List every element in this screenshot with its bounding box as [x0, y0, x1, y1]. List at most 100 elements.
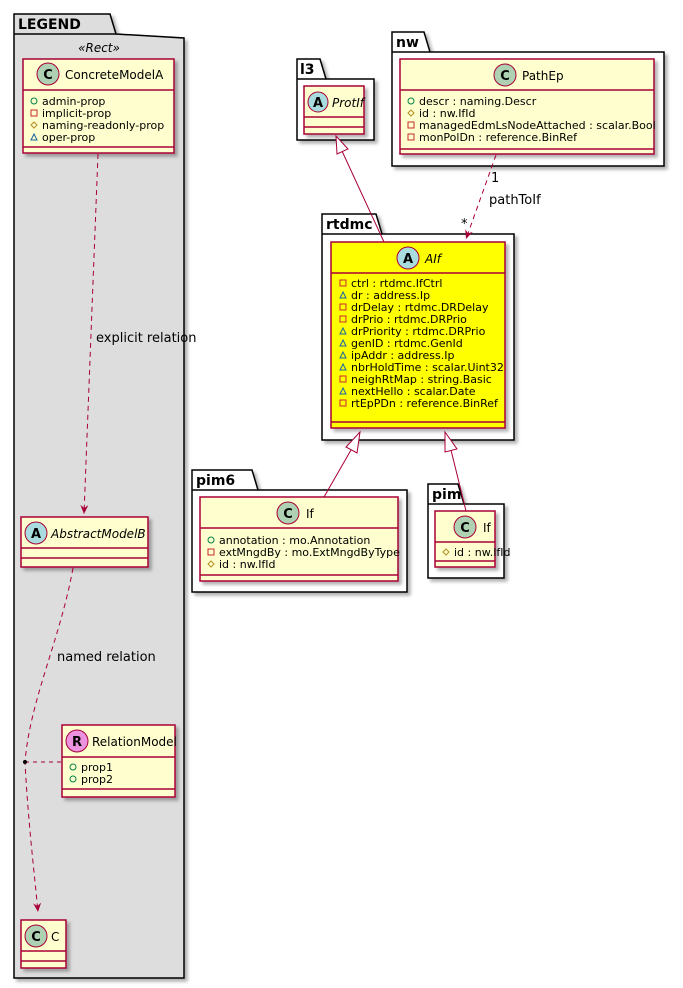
private-icon [407, 133, 415, 141]
attr: dr : address.Ip [351, 289, 430, 302]
class-name: AIf [424, 252, 443, 266]
class-c[interactable]: C C [20, 919, 67, 969]
attr: drPriority : rtdmc.DRPrio [351, 325, 486, 338]
class-pim6-if[interactable]: C If annotation : mo.Annotation extMngdB… [199, 496, 400, 582]
attr: naming-readonly-prop [42, 119, 164, 132]
attr: id : nw.IfId [419, 107, 476, 120]
public-icon [69, 775, 77, 783]
attr: neighRtMap : string.Basic [351, 373, 492, 386]
attr: ipAddr : address.Ip [351, 349, 455, 362]
attr: descr : naming.Descr [419, 95, 537, 108]
package-icon [339, 362, 347, 371]
multiplicity-target: * [461, 217, 468, 232]
class-name: PathEp [522, 69, 564, 83]
class-protif[interactable]: A ProtIf [303, 85, 366, 135]
package-icon [30, 132, 38, 141]
private-icon [339, 279, 347, 287]
attr: monPolDn : reference.BinRef [419, 131, 578, 144]
package-title-legend: LEGEND [18, 17, 81, 33]
package-icon [339, 338, 347, 347]
named-relation-arrow: named relation [23, 567, 156, 913]
class-abstract-model-b[interactable]: A AbstractModelB [20, 516, 149, 568]
attr-list: admin-prop implicit-prop naming-readonly… [30, 95, 164, 144]
attr: ctrl : rtdmc.IfCtrl [351, 277, 442, 290]
package-title-l3: l3 [300, 62, 315, 78]
class-name: ProtIf [332, 96, 366, 110]
class-c-icon [36, 62, 60, 86]
association-label: pathToIf [489, 193, 541, 208]
private-icon [339, 399, 347, 407]
legend-stereotype: «Rect» [78, 41, 120, 55]
attr: id : nw.IfId [219, 558, 276, 571]
class-relation-model[interactable]: R RelationModel prop1 prop2 [61, 724, 177, 798]
attr: drDelay : rtdmc.DRDelay [351, 301, 489, 314]
class-name: AbstractModelB [50, 527, 146, 541]
svg-text:C: C [283, 507, 293, 522]
svg-text:C: C [460, 521, 470, 536]
class-concrete-model-a[interactable]: C ConcreteModelA admin-prop implicit-pro… [22, 58, 175, 154]
attr: managedEdmLsNodeAttached : scalar.Bool [419, 119, 656, 132]
class-name: If [306, 507, 315, 521]
protected-icon [207, 560, 215, 568]
attr: prop2 [81, 773, 113, 786]
class-name: ConcreteModelA [65, 68, 164, 82]
inheritance-pim6-aif [323, 430, 361, 498]
attr: implicit-prop [42, 107, 111, 120]
attr: genID : rtdmc.GenId [351, 337, 463, 350]
attr: drPrio : rtdmc.DRPrio [351, 313, 467, 326]
private-icon [339, 375, 347, 383]
inheritance-pim-aif [444, 430, 467, 512]
attr: rtEpPDn : reference.BinRef [351, 397, 499, 410]
private-icon [339, 303, 347, 311]
protected-icon [30, 121, 38, 129]
private-icon [339, 315, 347, 323]
class-c-icon [493, 63, 517, 87]
public-icon [69, 763, 77, 771]
svg-text:C: C [31, 930, 41, 945]
relation-r-icon [65, 729, 89, 753]
protected-icon [442, 548, 450, 556]
attr: nbrHoldTime : scalar.Uint32 [351, 361, 504, 374]
inheritance-aif-protif [335, 134, 385, 243]
svg-text:R: R [72, 735, 82, 750]
multiplicity-source: 1 [491, 171, 499, 186]
class-pim-if[interactable]: C If id : nw.IfId [434, 510, 511, 568]
class-name: RelationModel [92, 735, 177, 749]
attr: oper-prop [42, 131, 95, 144]
class-name: If [483, 521, 492, 535]
private-icon [407, 121, 415, 129]
package-icon [339, 350, 347, 359]
attr: annotation : mo.Annotation [219, 534, 370, 547]
public-icon [30, 97, 38, 105]
svg-text:A: A [31, 527, 41, 542]
package-legend[interactable]: LEGEND «Rect» [13, 13, 185, 979]
svg-text:A: A [313, 96, 323, 111]
public-icon [207, 536, 215, 544]
class-c-icon [453, 515, 477, 539]
association-pathtoif: 1 * pathToIf [461, 154, 541, 240]
class-name: C [51, 930, 59, 944]
package-title-nw: nw [396, 35, 419, 51]
attr: extMngdBy : mo.ExtMngdByType [219, 546, 400, 559]
svg-text:C: C [43, 68, 53, 83]
class-c-icon [24, 924, 48, 948]
explicit-relation-arrow: explicit relation [80, 153, 196, 515]
package-icon [339, 386, 347, 395]
private-icon [30, 109, 38, 117]
svg-text:C: C [500, 69, 510, 84]
package-title-pim6: pim6 [196, 473, 235, 489]
package-title-pim: pim [432, 487, 461, 503]
package-icon [339, 326, 347, 335]
package-icon [339, 290, 347, 299]
attr: admin-prop [42, 95, 105, 108]
attr: prop1 [81, 761, 113, 774]
private-icon [207, 548, 215, 556]
abstract-a-icon [24, 521, 48, 545]
package-title-rtdmc: rtdmc [326, 217, 373, 233]
class-pathep[interactable]: C PathEp descr : naming.Descr id : nw.If… [399, 58, 656, 155]
class-c-icon [276, 501, 300, 525]
explicit-relation-label: explicit relation [96, 331, 196, 346]
